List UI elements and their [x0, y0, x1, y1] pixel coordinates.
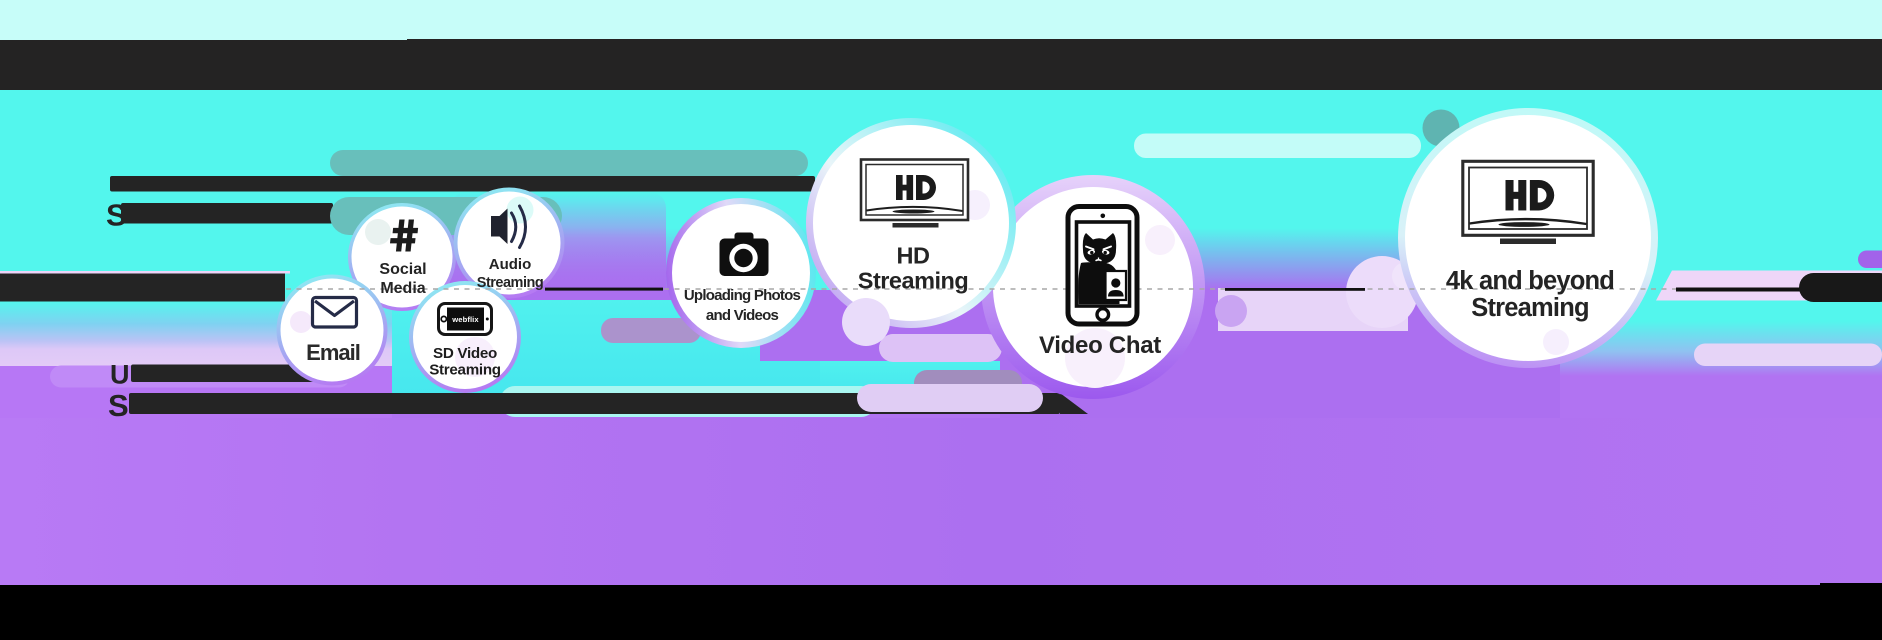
svg-text:Video Chat: Video Chat	[1039, 332, 1161, 359]
svg-text:Streaming: Streaming	[429, 362, 501, 379]
svg-text:SD Video: SD Video	[433, 345, 497, 362]
svg-text:Social: Social	[379, 261, 426, 278]
svg-text:Media: Media	[380, 280, 425, 297]
svg-text:S: S	[108, 388, 129, 423]
svg-text:U: U	[110, 360, 130, 390]
svg-text:Audio: Audio	[489, 256, 532, 273]
svg-text:Streaming: Streaming	[858, 268, 968, 294]
svg-text:webflix: webflix	[451, 315, 479, 324]
svg-text:Streaming: Streaming	[1471, 294, 1589, 322]
svg-text:4k and beyond: 4k and beyond	[1446, 267, 1614, 295]
svg-text:Streaming: Streaming	[477, 275, 543, 291]
svg-text:and Videos: and Videos	[706, 307, 779, 324]
svg-text:Uploading Photos: Uploading Photos	[684, 287, 801, 304]
svg-text:HD: HD	[897, 243, 930, 269]
svg-text:Email: Email	[306, 340, 360, 365]
